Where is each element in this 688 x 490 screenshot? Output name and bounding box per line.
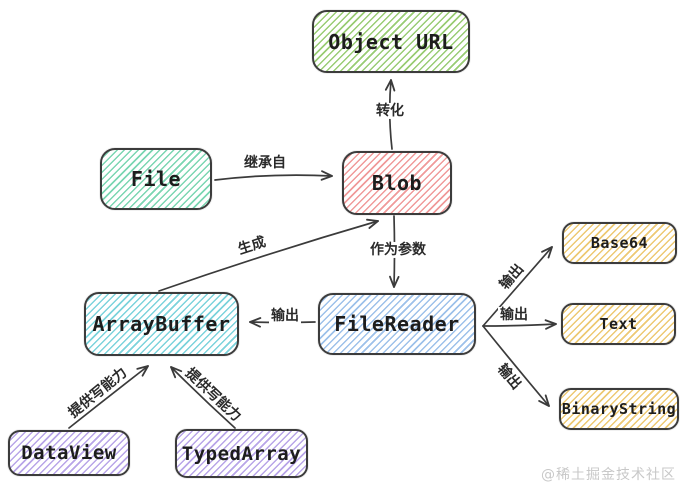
- node-object-url: Object URL: [312, 10, 470, 73]
- edge-label-output-text: 输出: [498, 306, 530, 324]
- edge-label-inherits-from: 继承自: [242, 154, 288, 172]
- edge-filereader-to-text: [482, 319, 557, 330]
- node-filereader: FileReader: [318, 293, 476, 355]
- node-file: File: [100, 148, 212, 210]
- node-text: Text: [561, 303, 676, 345]
- edge-label-as-parameter: 作为参数: [368, 241, 428, 259]
- edge-filereader-to-binarystring: [482, 325, 550, 407]
- node-arraybuffer: ArrayBuffer: [84, 292, 239, 356]
- node-blob: Blob: [342, 151, 452, 215]
- edge-filereader-to-base64: [482, 246, 553, 327]
- edge-dataview-to-arraybuffer: [68, 365, 149, 429]
- watermark: @稀土掘金技术社区: [541, 467, 676, 483]
- node-binarystring: BinaryString: [559, 388, 679, 430]
- node-typedarray: TypedArray: [175, 429, 308, 478]
- edge-arraybuffer-to-blob: [158, 218, 379, 292]
- edge-label-output-arraybuffer: 输出: [269, 307, 301, 325]
- node-dataview: DataView: [8, 430, 130, 476]
- edge-file-to-blob: [214, 170, 333, 181]
- edge-typedarray-to-arraybuffer: [170, 366, 236, 429]
- edge-label-transform: 转化: [374, 102, 406, 120]
- node-base64: Base64: [562, 222, 677, 264]
